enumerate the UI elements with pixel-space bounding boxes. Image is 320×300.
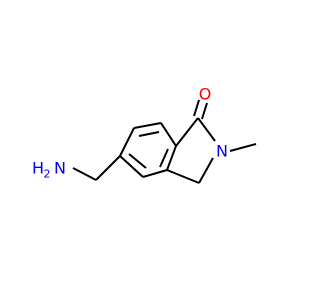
bond-c2-c3 — [119, 155, 144, 178]
bond-c6-carbonyl — [175, 117, 199, 147]
bonds — [72, 99, 257, 184]
bond-ch2-nh2 — [72, 167, 97, 181]
bond-c3-ch2 — [95, 155, 121, 181]
bond-carbonyl-oxygen-1 — [193, 99, 200, 117]
bond-c2-c3-inner — [128, 153, 147, 169]
bond-carbonyl-oxygen-2 — [201, 102, 208, 120]
bond-nitrogen-ch2 — [198, 157, 214, 184]
bond-c6-c1-inner — [159, 148, 169, 168]
bond-c4-c5-inner — [138, 131, 160, 137]
bond-carbonyl-nitrogen — [197, 117, 216, 142]
amine-group-label: H 2 N — [32, 159, 66, 181]
bond-ch2-c1 — [166, 169, 200, 184]
bond-c1-c2 — [142, 169, 168, 178]
bond-c6-c1 — [166, 145, 177, 171]
bond-nitrogen-methyl — [229, 143, 257, 152]
structure-canvas: O N H 2 N — [31, 84, 257, 184]
bond-c3-c4 — [119, 127, 135, 157]
amine-hydrogen-subscript: 2 — [44, 168, 51, 181]
amine-nitrogen-label: N — [54, 159, 66, 178]
amine-hydrogen-label: H — [32, 159, 44, 178]
bond-c5-c6 — [160, 122, 177, 147]
molecule-drawing: O N H 2 N — [32, 85, 257, 184]
ring-nitrogen-atom-label: N — [216, 142, 228, 161]
oxygen-atom-label: O — [199, 85, 212, 104]
bond-c4-c5 — [133, 122, 162, 129]
